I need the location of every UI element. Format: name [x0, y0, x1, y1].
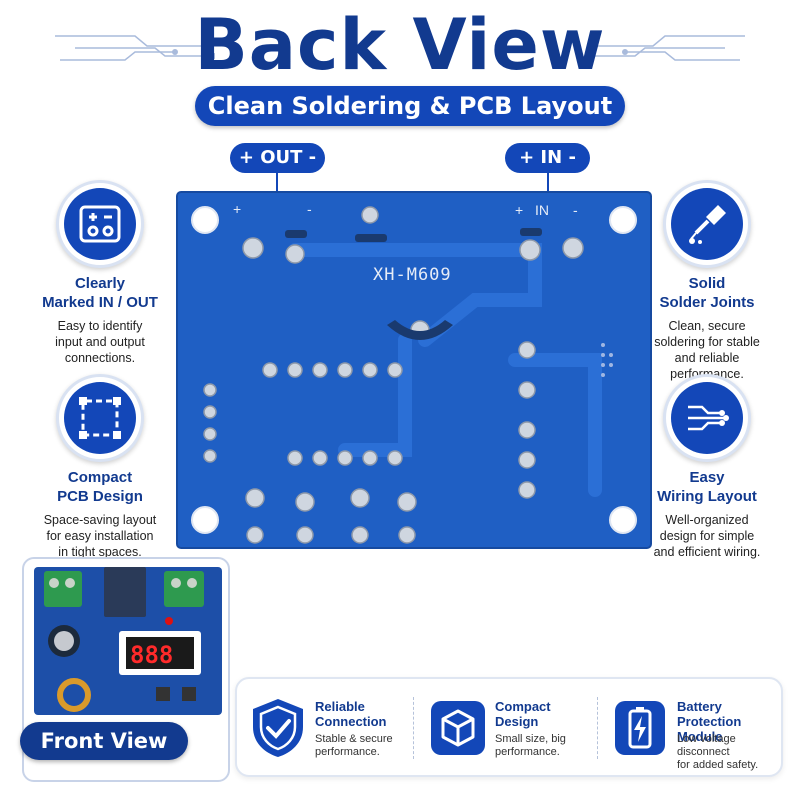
feature-title: Solder Joints — [659, 294, 755, 311]
divider — [413, 697, 414, 759]
feature-desc: design for simple — [659, 529, 755, 543]
front-view-inset: 888 — [22, 557, 230, 782]
bottom-desc: performance. — [315, 746, 380, 758]
pcb-front-image: 888 — [34, 567, 222, 715]
feature-title: Marked IN / OUT — [42, 294, 158, 311]
divider — [597, 697, 598, 759]
soldering-iron-icon — [689, 205, 726, 244]
battery-bolt-icon — [615, 701, 665, 755]
pcb-back-board: + - + IN - XH-M609 — [176, 191, 652, 549]
feature-desc: and efficient wiring. — [653, 545, 761, 559]
feature-title: Solid — [688, 275, 726, 292]
out-terminal-label: + OUT - — [230, 143, 325, 173]
front-display-digits: 888 — [130, 641, 173, 669]
feature-title: PCB Design — [57, 488, 143, 505]
silk-in: IN — [535, 202, 549, 218]
bottom-desc: Stable & secure — [315, 733, 393, 745]
bottom-title: Protection Module — [677, 714, 742, 744]
feature-desc: in tight spaces. — [58, 545, 142, 559]
silk-plus-in: + — [515, 202, 523, 218]
bottom-title: Reliable — [315, 699, 365, 714]
feature-desc: and reliable — [674, 351, 740, 365]
feature-desc: input and output — [55, 335, 145, 349]
bottom-title: Compact — [495, 699, 551, 714]
circuit-traces-icon — [688, 405, 729, 431]
front-view-label: Front View — [20, 722, 188, 760]
circuit-decoration-right — [585, 35, 745, 61]
feature-desc: soldering for stable — [654, 335, 760, 349]
terminal-block-icon — [79, 205, 121, 243]
feature-title: Compact — [67, 469, 133, 486]
cube-icon — [431, 701, 485, 755]
feature-title: Easy — [689, 469, 725, 486]
bottom-desc: Small size, big — [495, 733, 566, 745]
feature-desc: for easy installation — [46, 529, 154, 543]
feature-title: Wiring Layout — [657, 488, 757, 505]
in-terminal-label: + IN - — [505, 143, 590, 173]
silk-model: XH-M609 — [373, 265, 452, 285]
bottom-title: Connection — [315, 714, 387, 729]
page-title: Back View — [194, 4, 606, 86]
feature-desc: Space-saving layout — [43, 513, 157, 527]
circuit-decoration-left — [55, 35, 215, 61]
bottom-title: Design — [495, 714, 539, 729]
bottom-desc: for added safety. — [677, 759, 759, 771]
bottom-desc: Low voltage disconnect — [677, 733, 736, 758]
silk-minus-in: - — [573, 202, 578, 218]
silk-plus-out: + — [233, 201, 241, 217]
shield-check-icon — [253, 699, 303, 757]
feature-desc: Clean, secure — [668, 319, 746, 333]
feature-desc: Easy to identify — [57, 319, 143, 333]
bottom-title: Battery — [677, 699, 722, 714]
feature-title: Clearly — [74, 275, 126, 292]
subtitle-banner: Clean Soldering & PCB Layout — [195, 86, 625, 126]
silk-minus-out: - — [307, 201, 312, 217]
bottom-desc: performance. — [495, 746, 560, 758]
compact-frame-icon — [79, 397, 121, 439]
feature-desc: Well-organized — [665, 513, 749, 527]
feature-desc: connections. — [64, 351, 136, 365]
